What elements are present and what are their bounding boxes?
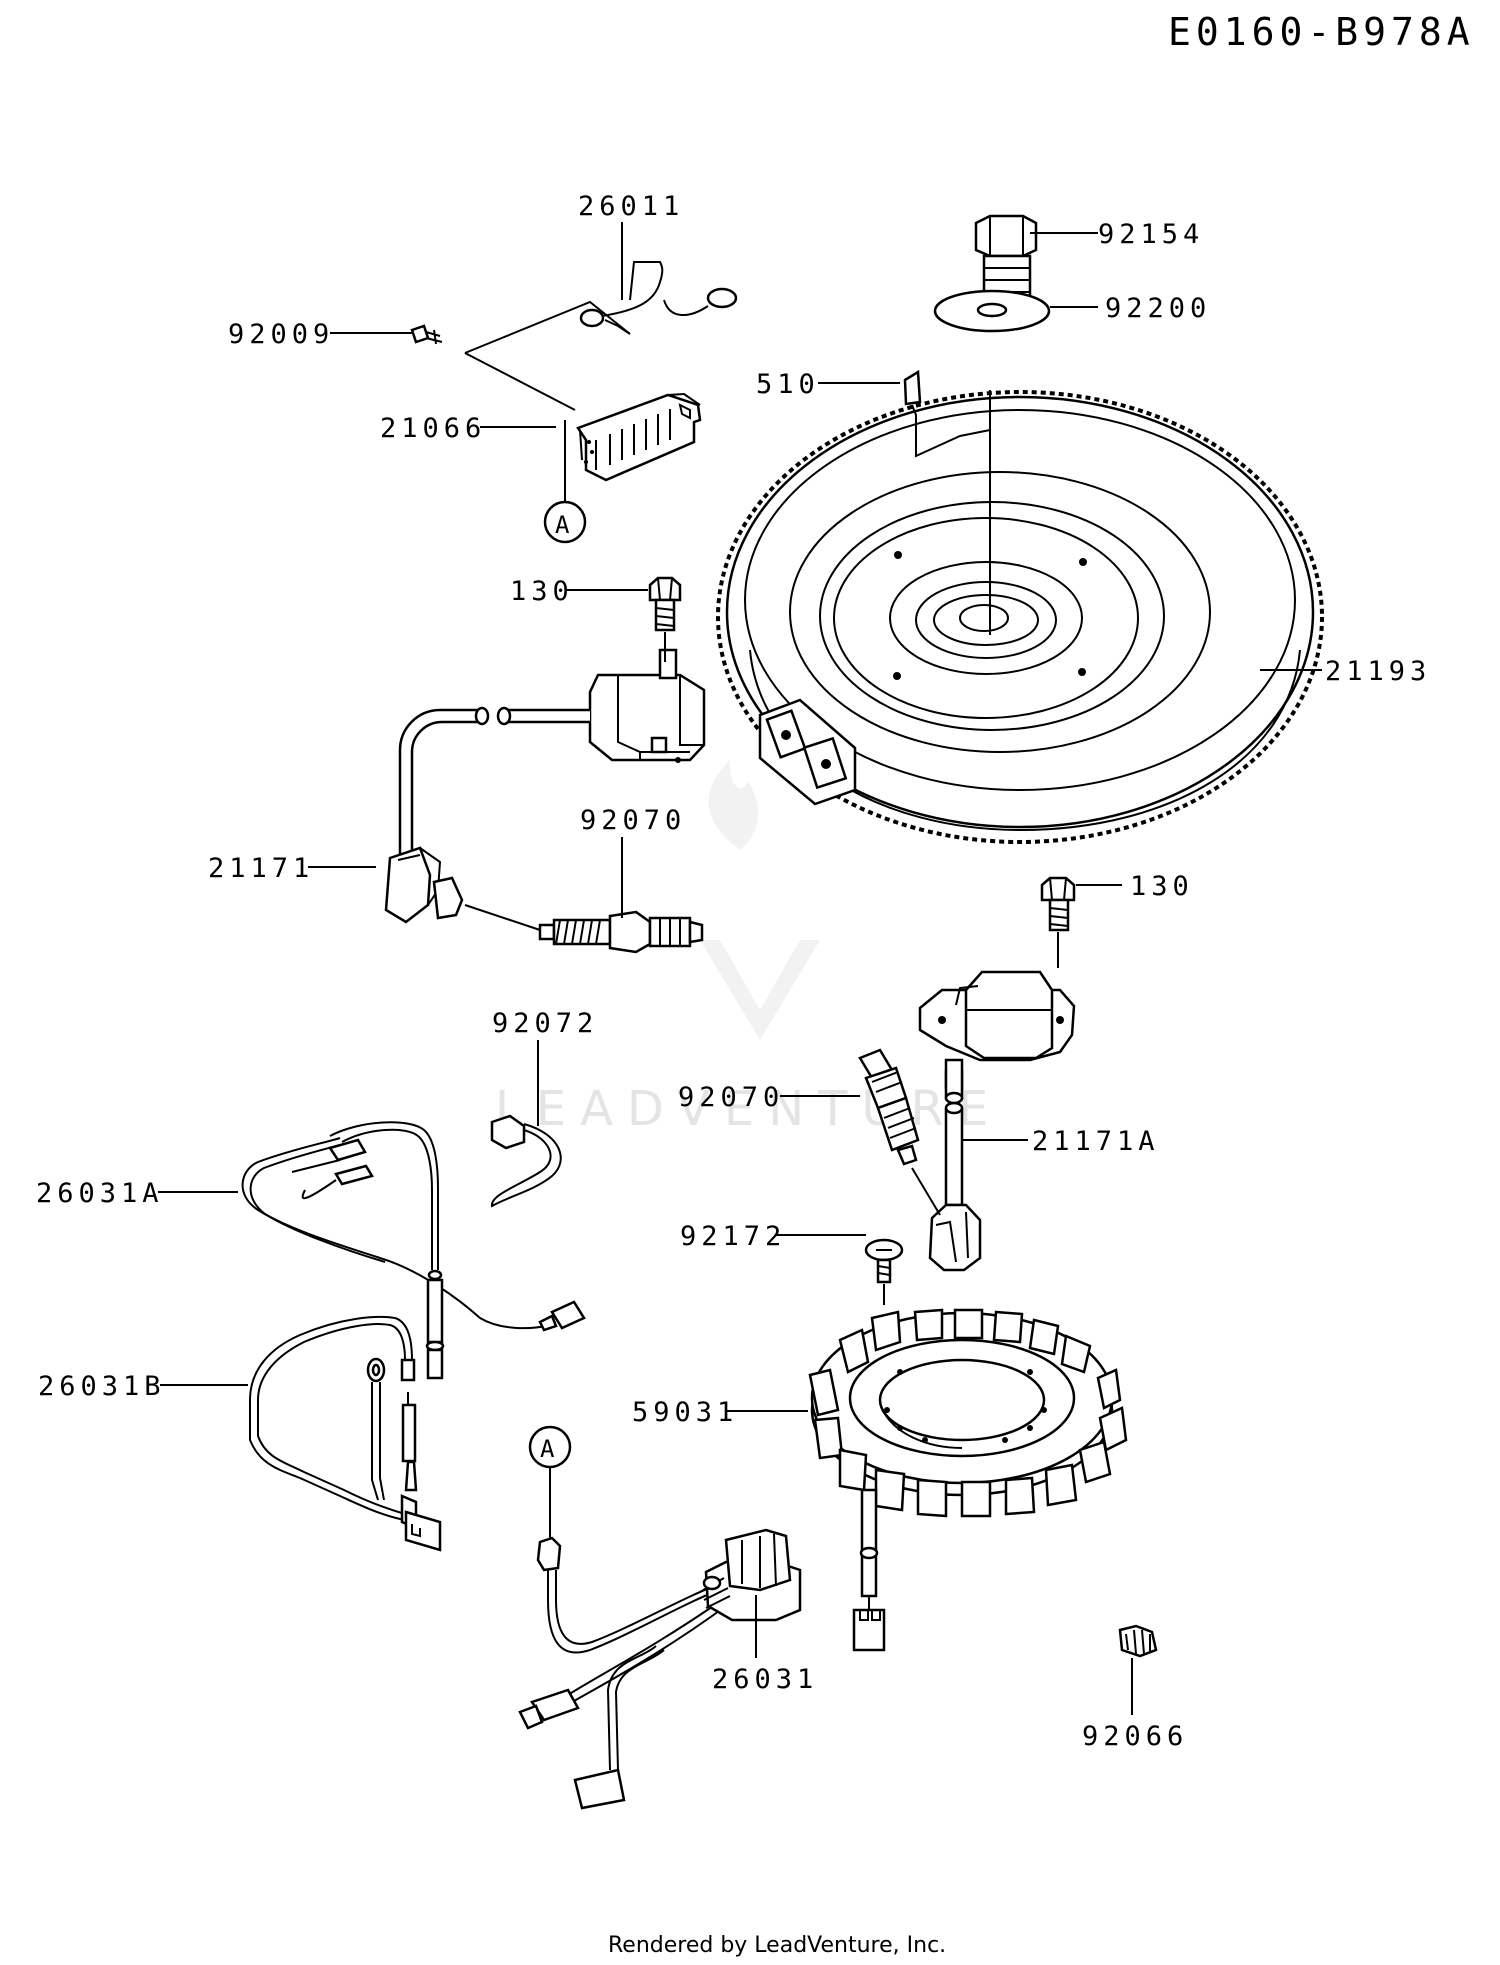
leader-flywheel-axis [911,390,991,635]
wire-harness-26031B[interactable] [249,1315,442,1552]
bolt-92154[interactable] [974,214,1038,302]
svg-text:A: A [555,511,570,539]
regulator-21066[interactable] [576,392,702,482]
wire-lead-26011[interactable] [579,261,738,335]
high-tension-lead-21171A[interactable] [928,1070,982,1272]
callout-marker-a-top: A [543,500,587,544]
screw-92009[interactable] [410,324,443,345]
watermark-logo [700,760,820,1040]
label-21066: 21066 [380,413,486,444]
callout-marker-a-bottom: A [528,1425,572,1469]
label-26011: 26011 [578,191,684,222]
footer-credit: Rendered by LeadVenture, Inc. [608,1933,946,1958]
label-21171A: 21171A [1032,1126,1160,1157]
label-92009: 92009 [228,319,334,350]
cable-tie-92072[interactable] [490,1114,562,1208]
label-26031A: 26031A [36,1178,164,1209]
label-92066: 92066 [1082,1721,1188,1752]
nut-92066[interactable] [1118,1624,1158,1658]
label-59031: 59031 [632,1397,738,1428]
svg-text:A: A [540,1435,555,1463]
label-92070-top: 92070 [580,805,686,836]
label-26031: 26031 [712,1664,818,1695]
wire-harness-26031A[interactable] [241,1121,586,1380]
label-92070-mid: 92070 [678,1082,784,1113]
label-26031B: 26031B [38,1371,166,1402]
ignition-coil-upper[interactable] [588,648,706,763]
label-92072: 92072 [492,1008,598,1039]
label-21171: 21171 [208,853,314,884]
leader-lines [158,222,1322,1715]
label-92200: 92200 [1105,293,1211,324]
label-92172: 92172 [680,1221,786,1252]
stator-59031[interactable] [808,1308,1128,1652]
label-21193: 21193 [1325,656,1431,687]
leader-boot-plug [464,904,541,931]
diagram-id: E0160-B978A [1168,10,1475,54]
leader-plug-boot-mid [911,1167,941,1216]
high-tension-lead-21171[interactable] [384,706,590,924]
label-130-right: 130 [1130,871,1194,902]
bolt-130-top[interactable] [648,576,682,632]
screw-92172[interactable] [864,1238,904,1284]
spark-plug-92070-mid[interactable] [858,1048,920,1166]
leader-92009-bracket [464,300,631,411]
key-510[interactable] [903,369,922,406]
label-130-top: 130 [510,576,574,607]
label-510: 510 [756,369,820,400]
washer-92200[interactable] [933,289,1051,333]
wire-harness-26031[interactable] [518,1528,802,1810]
spark-plug-92070-top[interactable] [538,910,704,954]
ignition-coil-lower[interactable] [918,970,1076,1090]
part-labels: 26011 92009 21066 92154 92200 510 130 21… [36,191,1431,1752]
label-92154: 92154 [1098,219,1204,250]
flywheel-21193[interactable] [716,390,1324,844]
bolt-130-right[interactable] [1040,876,1076,932]
